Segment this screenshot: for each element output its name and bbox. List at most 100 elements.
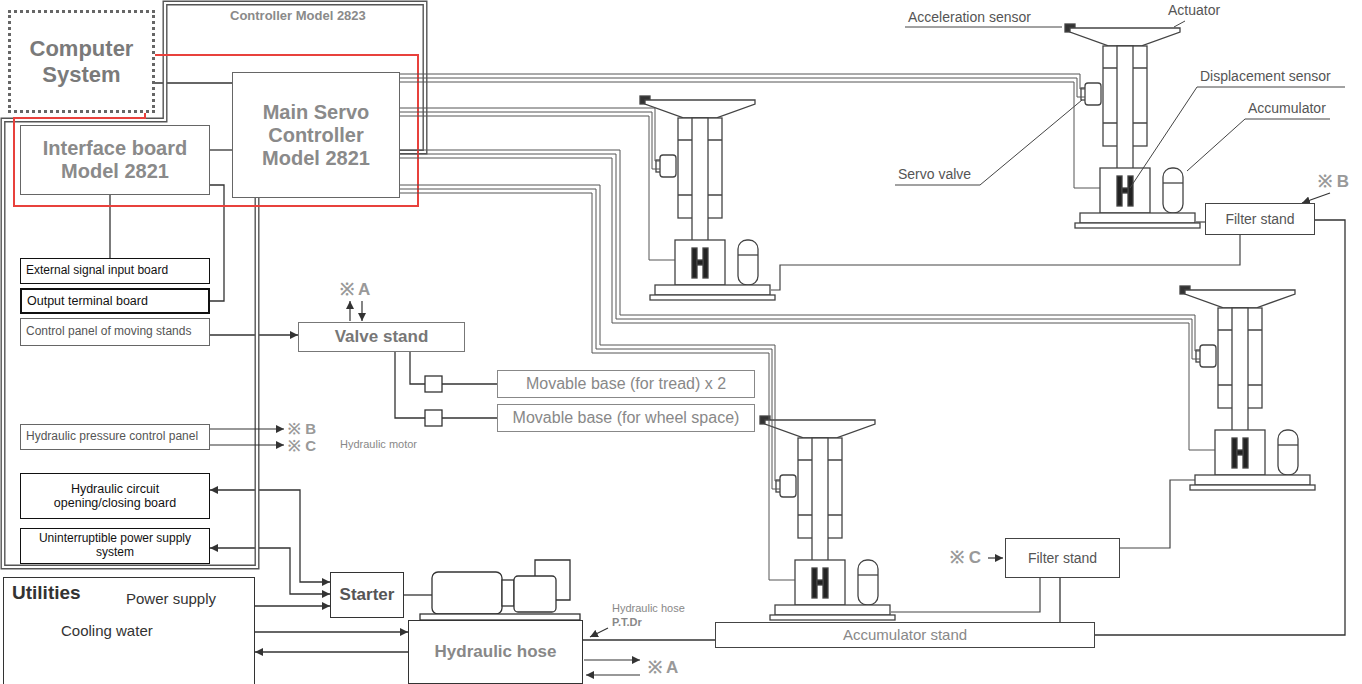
- panel-box: Hydraulic pressure control panel: [20, 424, 210, 450]
- utilities-box: Utilities Power supplyCooling water: [3, 577, 255, 684]
- node-text: Filter stand: [1011, 550, 1114, 566]
- filter-stand-box: Filter stand: [1005, 538, 1120, 578]
- connector: [395, 352, 497, 418]
- leader-line: [1187, 119, 1330, 171]
- pipe-line: [1120, 480, 1195, 548]
- connector: [210, 185, 224, 301]
- controller-outline: [3, 3, 425, 567]
- hydraulic-unit-box: Hydraulic hose: [408, 620, 583, 684]
- movable-base-box: Movable base (for wheel space): [497, 404, 755, 432]
- board-box: Hydraulic circuit opening/closing board: [20, 473, 210, 519]
- signal-wire: [400, 82, 1100, 188]
- leader-line: [905, 27, 1062, 28]
- reference-mark: ※ A: [340, 280, 370, 300]
- part-label: Accumulator: [1248, 100, 1326, 116]
- connector: [210, 334, 298, 335]
- pipe-line: [891, 578, 1040, 612]
- part-label: Acceleration sensor: [908, 9, 1031, 25]
- filter-stand-box: Filter stand: [1205, 203, 1315, 235]
- actuator: [640, 96, 775, 300]
- node-text: Output terminal board: [27, 294, 203, 308]
- reference-arrow: [210, 193, 1330, 675]
- actuator: [1065, 24, 1200, 228]
- node-text: Utilities: [12, 582, 81, 604]
- pump-unit: [404, 594, 432, 595]
- node-text: Hydraulic pressure control panel: [26, 430, 204, 444]
- reference-arrow: [586, 674, 640, 675]
- connector: [1095, 220, 1345, 635]
- node-text: Uninterruptible power supply system: [26, 532, 204, 560]
- reference-mark: ※ C: [288, 437, 316, 454]
- actuator: [1180, 286, 1315, 490]
- node-text: Movable base (for wheel space): [503, 409, 749, 427]
- node-text: Main Servo Controller Model 2821: [238, 101, 394, 170]
- pipe-line: [1196, 221, 1205, 222]
- reference-arrow: [988, 557, 1003, 558]
- connector: [410, 352, 497, 384]
- node-text: Movable base (for tread) x 2: [503, 375, 749, 393]
- node-text: Filter stand: [1211, 211, 1309, 227]
- node-text: Starter: [336, 585, 398, 605]
- node-text: Cooling water: [61, 622, 153, 639]
- reference-arrow: [584, 659, 640, 660]
- reference-mark: ※ A: [648, 658, 678, 678]
- node-text: Valve stand: [304, 327, 459, 347]
- signal-wire: [400, 193, 795, 580]
- signal-wire: [400, 74, 1215, 580]
- reference-mark: ※ B: [288, 420, 316, 437]
- leader-line: [1130, 87, 1345, 188]
- signal-wire: [400, 112, 660, 169]
- pump-unit: [432, 572, 502, 614]
- reference-mark: ※ C: [950, 548, 981, 568]
- board-box: External signal input board: [20, 258, 210, 284]
- node-text: Hydraulic hose: [414, 642, 577, 662]
- connector: [109, 195, 110, 258]
- actuator: [760, 416, 895, 620]
- controller-outline: [3, 3, 425, 567]
- reference-arrow: [590, 628, 608, 637]
- hydraulic-motor-symbol: [425, 376, 442, 392]
- node-text: Controller Model 2823: [230, 9, 366, 24]
- ups-box: Uninterruptible power supply system: [20, 528, 210, 564]
- panel-box: Control panel of moving stands: [20, 318, 210, 346]
- node-text: Control panel of moving stands: [26, 325, 204, 339]
- interface-board-box: Interface board Model 2821: [20, 125, 210, 195]
- connector: [255, 631, 408, 632]
- movable-base-box: Movable base (for tread) x 2: [497, 370, 755, 398]
- connector: [1059, 578, 1060, 622]
- pump-unit: [535, 560, 570, 600]
- valve-stand-box: Valve stand: [298, 322, 465, 352]
- signal-wire: [400, 150, 1200, 351]
- part-label: P.T.Dr: [612, 616, 642, 629]
- signal-wire: [400, 116, 675, 260]
- connector: [210, 548, 330, 594]
- node-text: Accumulator stand: [721, 626, 1089, 643]
- board-box: Output terminal board: [20, 288, 210, 314]
- reference-arrow: [349, 301, 350, 321]
- node-text: Power supply: [126, 590, 216, 607]
- starter-box: Starter: [330, 572, 404, 618]
- hydraulic-motor-symbol: [425, 376, 442, 426]
- pump-unit: [502, 580, 514, 606]
- signal-wire: [400, 158, 1215, 450]
- servo-controller-box: Main Servo Controller Model 2821: [232, 72, 400, 198]
- node-text: Interface board Model 2821: [26, 137, 204, 183]
- reference-arrow: [361, 301, 362, 321]
- accumulator-stand-box: Accumulator stand: [715, 622, 1095, 648]
- reference-arrow: [210, 444, 284, 445]
- part-label: Displacement sensor: [1200, 68, 1331, 84]
- node-text: External signal input board: [26, 264, 204, 278]
- controller-outline: [3, 3, 425, 567]
- actuator: [640, 24, 1315, 620]
- pipe-line: [771, 222, 1240, 612]
- leader-line: [1174, 21, 1185, 27]
- pump-unit: [404, 560, 580, 620]
- part-label: Servo valve: [898, 166, 971, 182]
- pump-unit: [514, 576, 556, 612]
- reference-arrow: [1302, 193, 1330, 203]
- pipe-line: [771, 235, 1240, 290]
- connector: [255, 651, 408, 652]
- node-text: Computer System: [16, 36, 147, 87]
- part-label: Hydraulic hose: [612, 602, 685, 615]
- connector: [255, 605, 330, 606]
